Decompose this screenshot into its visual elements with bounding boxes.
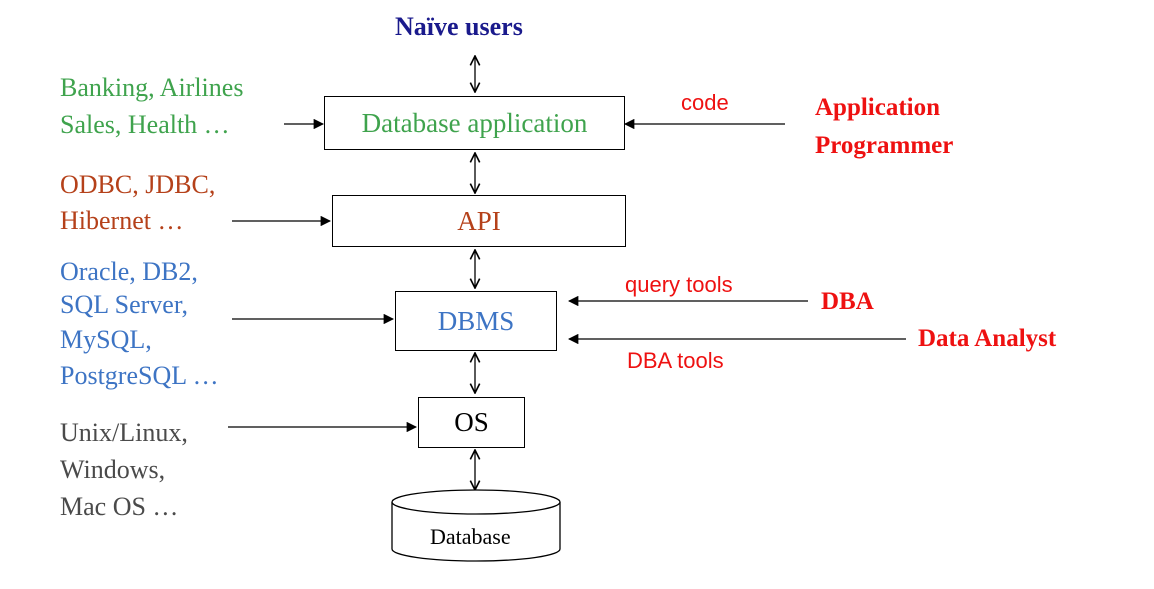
code-edge-label: code: [681, 90, 729, 115]
application-programmer-label: Application: [815, 94, 941, 121]
os-product-line: Unix/Linux,: [60, 418, 188, 447]
api-standard-line: ODBC, JDBC,: [60, 170, 216, 199]
os-box: OS: [418, 397, 525, 448]
application-domain-line: Sales, Health …: [60, 110, 230, 139]
dba-tools-edge-label: DBA tools: [627, 348, 724, 373]
dbms-product-line: SQL Server,: [60, 290, 188, 319]
application-programmer-label: Programmer: [815, 132, 954, 159]
api-standard-line: Hibernet …: [60, 206, 184, 235]
dbms-product-line: PostgreSQL …: [60, 361, 219, 390]
database-label: Database: [430, 524, 511, 549]
database-application-box: Database application: [324, 96, 625, 150]
os-product-line: Mac OS …: [60, 492, 179, 521]
naive-users-label: Naïve users: [395, 12, 523, 41]
query-tools-edge-label: query tools: [625, 272, 733, 297]
os-product-line: Windows,: [60, 455, 166, 484]
application-domain-line: Banking, Airlines: [60, 73, 244, 102]
dbms-box: DBMS: [395, 291, 557, 351]
dbms-product-line: MySQL,: [60, 325, 152, 354]
database-cylinder: [391, 489, 561, 562]
dbms-product-line: Oracle, DB2,: [60, 257, 198, 286]
dba-actor-label: DBA: [821, 288, 874, 315]
data-analyst-actor-label: Data Analyst: [918, 325, 1057, 352]
api-box: API: [332, 195, 626, 247]
